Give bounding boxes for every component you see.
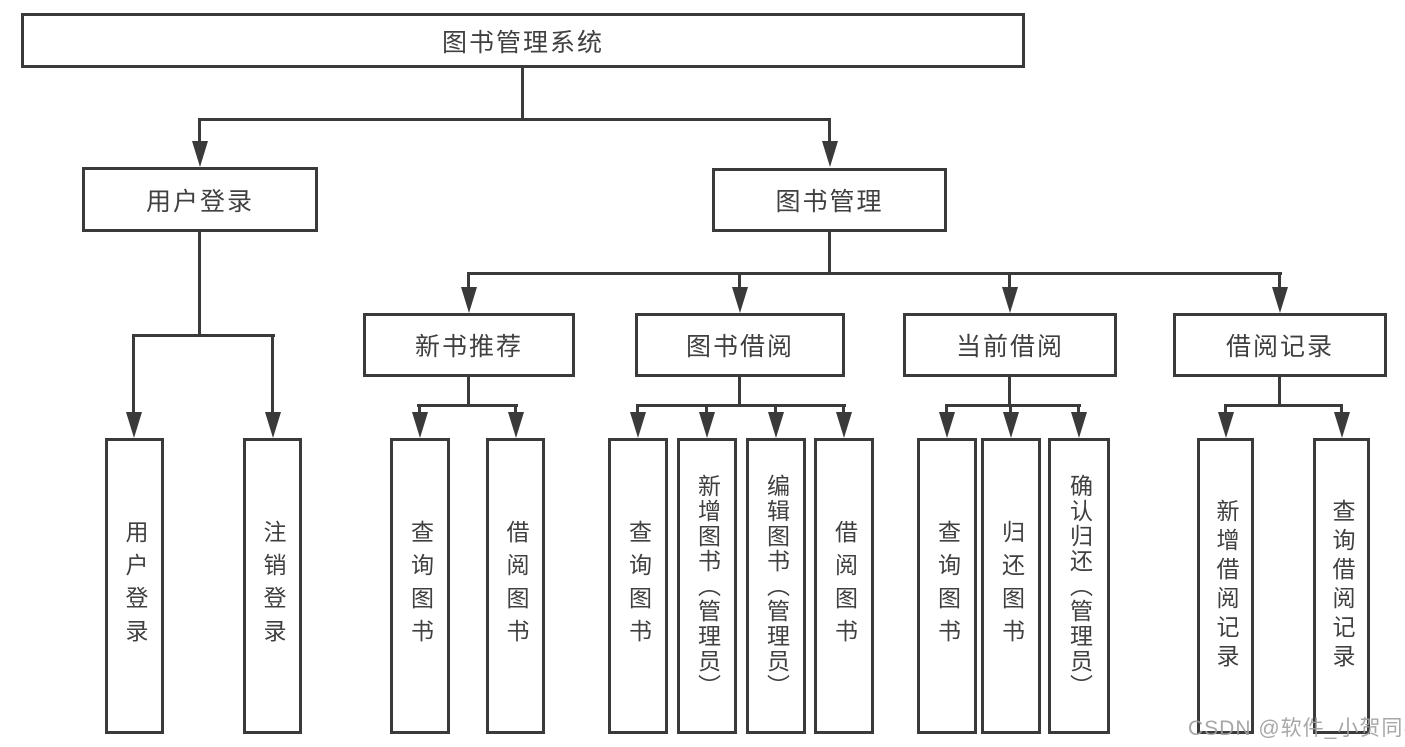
leaf-label: 编辑图书（管理员） [763, 473, 790, 699]
arrowhead-leaf [836, 412, 852, 438]
leaf-borrow-books-2: 借阅图书 [814, 438, 874, 734]
leaf-borrow-books-1: 借阅图书 [486, 438, 545, 734]
node-label: 新书推荐 [414, 333, 523, 361]
leaf-label: 查询图书 [934, 520, 961, 652]
edge-borrowing-stem [738, 377, 741, 407]
edge-recommend-stem [467, 377, 470, 407]
node-book-management: 图书管理 [712, 168, 947, 232]
arrowhead-to-recommend [461, 287, 477, 313]
node-book-borrowing: 图书借阅 [635, 313, 845, 377]
arrowhead-leaf [1218, 412, 1234, 438]
leaf-add-borrow-record: 新增借阅记录 [1197, 438, 1254, 734]
edge-to-leaf-logout-stem [271, 334, 274, 414]
arrowhead-to-book-mgmt [822, 141, 838, 167]
arrowhead-to-records [1272, 287, 1288, 313]
edge-to-current-stem [1008, 272, 1011, 289]
arrowhead-to-current [1002, 287, 1018, 313]
edge-leaf-stem [1077, 404, 1080, 416]
arrowhead-leaf [1003, 412, 1019, 438]
arrowhead-leaf [939, 412, 955, 438]
leaf-label: 查询图书 [407, 520, 434, 652]
edge-root-split [198, 118, 831, 121]
node-label: 借阅记录 [1225, 333, 1334, 361]
arrowhead-leaf [412, 412, 428, 438]
arrowhead-to-borrowing [732, 287, 748, 313]
edge-current-stem [1008, 377, 1011, 407]
leaf-label: 查询借阅记录 [1329, 499, 1355, 673]
edge-user-login-stem [198, 232, 201, 337]
leaf-query-books-1: 查询图书 [390, 438, 450, 734]
edge-to-leaf-login-stem [132, 334, 135, 414]
edge-user-login-split [132, 334, 275, 337]
edge-leaf-stem [774, 404, 777, 416]
arrowhead-leaf [508, 412, 524, 438]
arrowhead-leaf [768, 412, 784, 438]
edge-leaf-stem [842, 404, 845, 416]
edge-leaf-stem [945, 404, 948, 416]
leaf-label: 借阅图书 [831, 520, 858, 652]
node-user-login: 用户登录 [82, 167, 318, 232]
arrowhead-leaf [1071, 412, 1087, 438]
leaf-label: 查询图书 [625, 520, 652, 652]
leaf-label: 确认归还（管理员） [1066, 473, 1093, 699]
edge-records-stem [1278, 377, 1281, 407]
arrowhead-to-leaf-logout [265, 412, 281, 438]
edge-root-stem [521, 68, 524, 120]
leaf-label: 用户登录 [122, 520, 148, 652]
node-label: 用户登录 [145, 187, 254, 216]
leaf-label: 借阅图书 [503, 520, 529, 652]
edge-leaf-stem [636, 404, 639, 416]
leaf-user-login: 用户登录 [105, 438, 164, 734]
node-root-system: 图书管理系统 [21, 13, 1025, 68]
leaf-confirm-return-admin: 确认归还（管理员） [1048, 438, 1110, 734]
edge-book-mgmt-split [467, 272, 1282, 275]
edge-to-user-login-stem [198, 118, 201, 144]
edge-leaf-stem [514, 404, 517, 416]
edge-current-split [945, 404, 1081, 407]
arrowhead-to-user-login [192, 141, 208, 167]
edge-records-split [1224, 404, 1343, 407]
edge-leaf-stem [1224, 404, 1227, 416]
edge-leaf-stem [1340, 404, 1343, 416]
edge-to-book-mgmt-stem [828, 118, 831, 144]
node-new-book-recommend: 新书推荐 [363, 313, 575, 377]
leaf-query-borrow-record: 查询借阅记录 [1313, 438, 1370, 734]
leaf-label: 新增借阅记录 [1213, 499, 1239, 673]
node-label: 图书管理系统 [441, 28, 604, 57]
leaf-label: 新增图书（管理员） [694, 473, 721, 699]
leaf-logout: 注销登录 [243, 438, 302, 734]
edge-leaf-stem [705, 404, 708, 416]
edge-book-mgmt-stem [828, 232, 831, 274]
leaf-label: 注销登录 [260, 520, 286, 652]
edge-to-borrowing-stem [738, 272, 741, 289]
edge-leaf-stem [1009, 404, 1012, 416]
edge-leaf-stem [418, 404, 421, 416]
leaf-edit-books-admin: 编辑图书（管理员） [746, 438, 806, 734]
arrowhead-leaf [630, 412, 646, 438]
edge-borrowing-split [636, 404, 846, 407]
node-label: 当前借阅 [955, 333, 1064, 361]
csdn-watermark: CSDN @软件_小贺同学 [1188, 717, 1405, 740]
arrowhead-leaf [1334, 412, 1350, 438]
node-borrowing-records: 借阅记录 [1173, 313, 1387, 377]
arrowhead-to-leaf-login [126, 412, 142, 438]
edge-to-recommend-stem [467, 272, 470, 289]
leaf-return-books: 归还图书 [981, 438, 1041, 734]
leaf-label: 归还图书 [998, 520, 1025, 652]
edge-recommend-split [417, 404, 518, 407]
node-label: 图书借阅 [685, 333, 794, 361]
edge-to-records-stem [1278, 272, 1281, 289]
arrowhead-leaf [699, 412, 715, 438]
leaf-add-books-admin: 新增图书（管理员） [677, 438, 737, 734]
node-label: 图书管理 [775, 188, 884, 216]
leaf-query-books-2: 查询图书 [608, 438, 668, 734]
leaf-query-books-3: 查询图书 [917, 438, 977, 734]
node-current-borrowing: 当前借阅 [903, 313, 1117, 377]
